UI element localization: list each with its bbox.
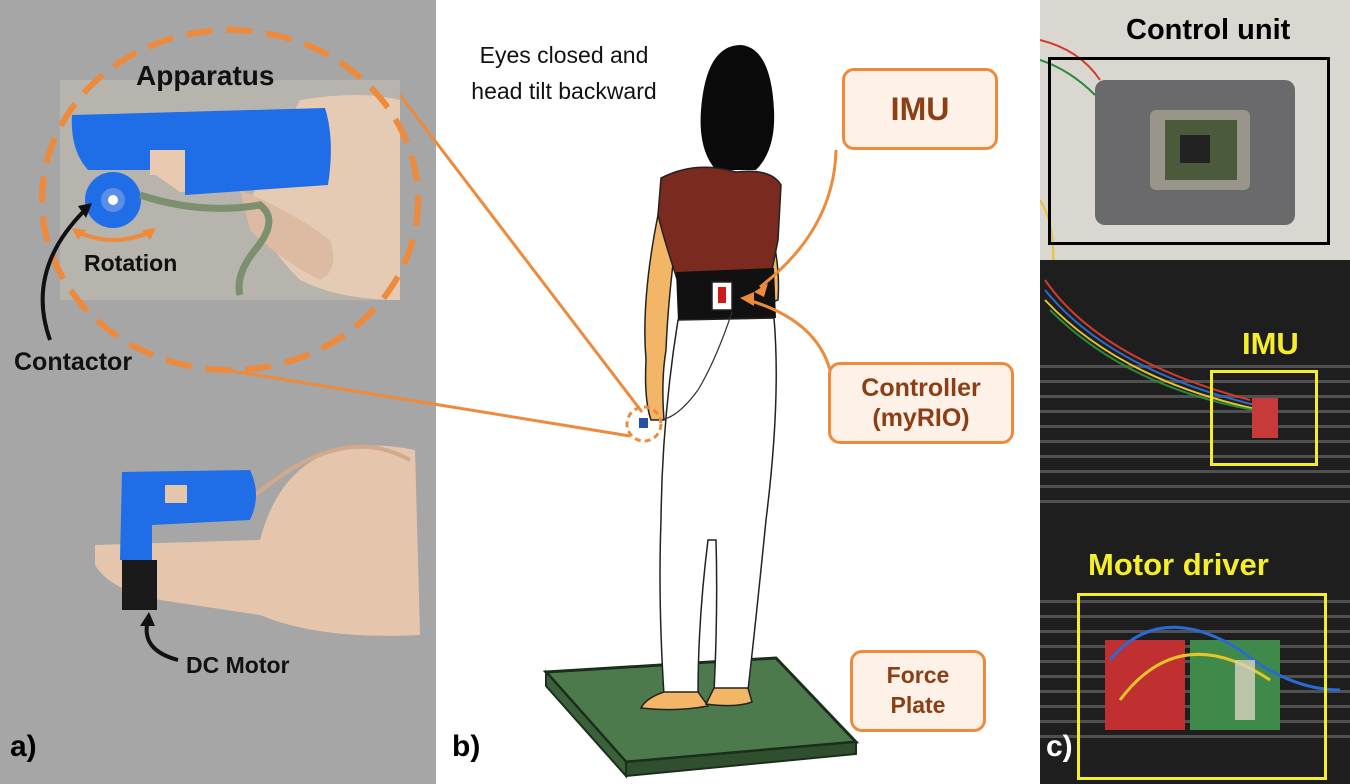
motor-driver-board-red (1105, 640, 1185, 730)
ribbon-cable (138, 191, 273, 296)
force-plate-label-line-2: Plate (890, 692, 946, 718)
control-unit-box (1048, 57, 1330, 245)
left-arm (644, 213, 677, 421)
panel-b-letter: b) (452, 730, 481, 763)
subject-illustration (542, 45, 860, 779)
imu-label-box: IMU (842, 68, 998, 150)
apparatus-bottom (120, 470, 256, 560)
panel-a-letter: a) (10, 730, 37, 763)
head-hair (700, 45, 775, 170)
panel-b: Eyes closed and head tilt backward IMU C… (436, 0, 1036, 784)
controller-arrow (747, 298, 832, 371)
panel-a: Apparatus Rotation Contactor DC Motor a) (0, 0, 436, 784)
imu-photo-label: IMU (1242, 326, 1299, 361)
controller-label-line-1: Controller (861, 374, 981, 402)
apparatus-window (150, 150, 185, 175)
contactor-label: Contactor (14, 348, 133, 376)
dc-motor (122, 560, 157, 610)
right-foot (704, 687, 753, 707)
imu-board (1252, 398, 1278, 438)
pants (659, 317, 777, 696)
imu-label: IMU (890, 90, 950, 127)
panel-c-letter: c) (1046, 730, 1073, 763)
rotation-label: Rotation (84, 250, 178, 276)
apparatus-sleeve (71, 108, 331, 195)
dc-motor-label: DC Motor (186, 652, 290, 678)
apparatus-illustration (39, 27, 421, 662)
apparatus-title: Apparatus (136, 60, 275, 91)
panel-c: Control unit IMU Motor driver c) (1040, 0, 1350, 784)
controller-label-box: Controller (myRIO) (828, 362, 1014, 444)
control-unit-label: Control unit (1126, 14, 1291, 46)
motor-driver-box (1077, 593, 1327, 780)
contactor-arrow (40, 208, 87, 341)
force-plate-label-line-1: Force (886, 662, 950, 689)
instruction-line-1: Eyes closed and (479, 42, 649, 68)
imu-highlight-box (1210, 370, 1318, 466)
hand-bottom (95, 445, 420, 636)
imu-arrow (759, 149, 838, 289)
shirt (657, 166, 782, 283)
force-plate-label-box: Force Plate (850, 650, 986, 732)
instruction-line-2: head tilt backward (471, 78, 657, 104)
imu-device (718, 287, 726, 303)
left-foot (639, 691, 710, 711)
hardware-photo (1040, 0, 1350, 784)
controller-label-line-2: (myRIO) (872, 404, 970, 432)
motor-driver-label: Motor driver (1088, 547, 1269, 582)
